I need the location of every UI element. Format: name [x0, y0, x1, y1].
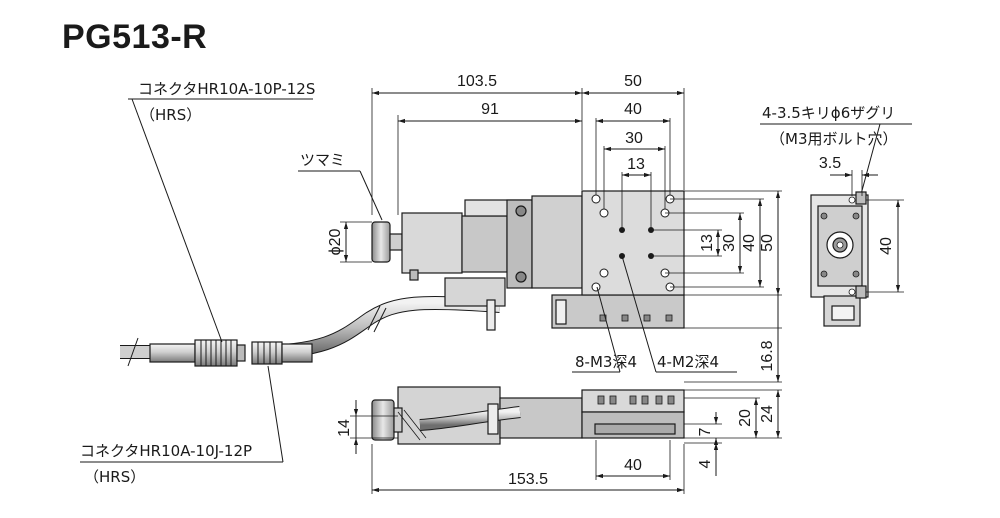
top-dimensions: 103.5 91 50 40 30 13: [371, 73, 685, 227]
label-holes-side-bolt: （M3用ボルト穴）: [770, 130, 898, 148]
model-title: PG513-R: [62, 18, 208, 56]
dim-3-5: 3.5: [819, 155, 841, 172]
dim-13-top: 13: [627, 156, 645, 173]
top-view: [120, 190, 685, 367]
dim-50-right: 50: [759, 234, 776, 252]
dim-14: 14: [336, 419, 353, 437]
label-tap-m2: 4-M2深4: [657, 353, 719, 371]
dim-103-5: 103.5: [457, 73, 497, 90]
right-dimensions: 13 30 40 50 16.8: [651, 190, 782, 383]
connector-female-icon: [251, 341, 313, 365]
dim-40-side: 40: [878, 237, 895, 255]
dim-30-top: 30: [625, 130, 643, 147]
dim-40-bottom: 40: [624, 457, 642, 474]
dim-153-5: 153.5: [508, 471, 548, 488]
dim-4: 4: [697, 459, 714, 468]
annotation-labels: コネクタHR10A-10P-12S （HRS） ツマミ コネクタHR10A-10…: [80, 80, 912, 486]
front-view: [371, 386, 685, 445]
connector-male-icon: [149, 339, 246, 367]
label-tap-m3: 8-M3深4: [575, 353, 637, 371]
dim-40-top: 40: [624, 101, 642, 118]
label-knob: ツマミ: [300, 151, 345, 169]
dim-13-right: 13: [699, 234, 716, 252]
knob: [371, 221, 391, 263]
label-connector-bottom-maker: （HRS）: [84, 468, 145, 486]
label-connector-top-maker: （HRS）: [140, 106, 201, 124]
label-connector-top: コネクタHR10A-10P-12S: [138, 80, 315, 98]
dim-24: 24: [759, 405, 776, 423]
dim-30-right: 30: [721, 234, 738, 252]
dim-50-top: 50: [624, 73, 642, 90]
label-holes-side: 4-3.5キリϕ6ザグリ: [762, 104, 895, 122]
dim-7: 7: [697, 427, 714, 436]
table-plate: [581, 190, 685, 296]
dim-40-right: 40: [741, 234, 758, 252]
label-connector-bottom: コネクタHR10A-10J-12P: [80, 442, 252, 460]
side-view: [810, 191, 869, 327]
phi20-dimension: ϕ20: [327, 221, 372, 263]
dim-20: 20: [737, 409, 754, 427]
side-dimensions: 3.5 40: [819, 155, 904, 293]
motor: [401, 212, 463, 274]
dim-91: 91: [481, 101, 499, 118]
dim-phi20: ϕ20: [327, 229, 344, 256]
front-dimensions: 14 20 24 7 4 40 153.5: [336, 389, 782, 494]
dim-16-8: 16.8: [759, 340, 776, 371]
